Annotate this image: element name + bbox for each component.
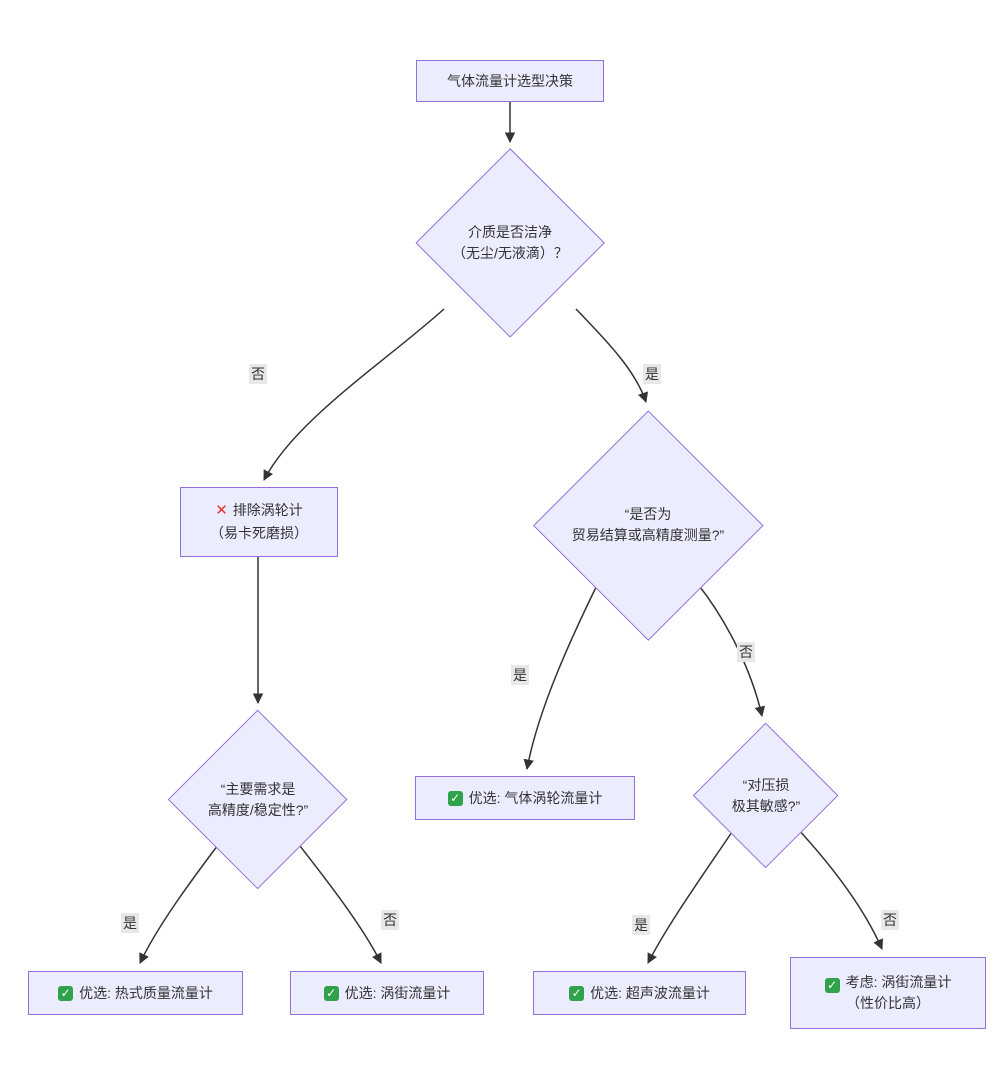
check-icon: ✓ <box>824 978 840 993</box>
exclude-line2: （易卡死磨损） <box>210 524 308 541</box>
cross-icon: ✕ <box>215 502 228 520</box>
edge-clean-yes-trade <box>575 308 648 403</box>
check-icon: ✓ <box>569 985 585 1001</box>
node-root-title: 气体流量计选型决策 <box>416 60 604 102</box>
edge-label-no-need: 否 <box>381 910 399 930</box>
edge-label-yes-pressure: 是 <box>632 915 650 935</box>
decision-line2: （无尘/无液滴）？ <box>452 245 568 261</box>
decision-line1: 介质是否洁净 <box>467 224 552 240</box>
decision-line2: 极其敏感?” <box>731 798 801 814</box>
result-label: 优选: 超声波流量计 <box>590 984 710 1001</box>
result-gas-turbine: ✓ 优选: 气体涡轮流量计 <box>415 776 635 820</box>
exclude-line1: 排除涡轮计 <box>232 502 303 519</box>
edge-label-yes-clean: 是 <box>643 364 661 384</box>
edge-pressure-yes-ultrasonic <box>647 828 735 964</box>
decision-pressure-loss: “对压损 极其敏感?” <box>692 722 839 869</box>
edge-label-no-trade: 否 <box>737 642 755 662</box>
check-icon: ✓ <box>323 985 339 1001</box>
check-icon: ✓ <box>58 985 74 1001</box>
result-vortex-consider: ✓ 考虑: 涡街流量计 （性价比高） <box>790 957 986 1029</box>
edge-need-no-vortex <box>292 836 382 964</box>
result-label: 优选: 热式质量流量计 <box>79 984 213 1001</box>
decision-line2: 贸易结算或高精度测量?” <box>571 527 725 543</box>
edge-label-no-pressure: 否 <box>881 910 899 930</box>
edge-pressure-no-vortexconsider <box>796 827 884 950</box>
decision-precision-stability: “主要需求是 高精度/稳定性?” <box>168 710 348 890</box>
decision-line1: “主要需求是 <box>220 781 296 797</box>
edge-need-yes-thermal <box>139 836 225 964</box>
result-vortex: ✓ 优选: 涡街流量计 <box>290 971 484 1015</box>
edge-trade-yes-gasturbine <box>523 576 602 771</box>
decision-line2: 高精度/稳定性?” <box>207 802 309 818</box>
edge-label-no-clean: 否 <box>249 364 267 384</box>
decision-trade-settlement: “是否为 贸易结算或高精度测量?” <box>533 410 763 640</box>
check-icon: ✓ <box>447 790 463 806</box>
root-label: 气体流量计选型决策 <box>447 72 573 89</box>
result-ultrasonic: ✓ 优选: 超声波流量计 <box>533 971 746 1015</box>
decision-line1: “是否为 <box>624 506 672 522</box>
decision-clean-medium: 介质是否洁净 （无尘/无液滴）？ <box>415 148 605 338</box>
decision-line1: “对压损 <box>742 777 790 793</box>
edge-clean-no-exclude <box>263 308 445 481</box>
node-exclude-turbine: ✕排除涡轮计 （易卡死磨损） <box>180 487 338 557</box>
result-label: 优选: 气体涡轮流量计 <box>468 789 603 806</box>
result-thermal-mass: ✓ 优选: 热式质量流量计 <box>28 971 243 1015</box>
result-line1: 考虑: 涡街流量计 <box>845 974 952 990</box>
edge-label-yes-trade: 是 <box>511 665 529 685</box>
result-label: 优选: 涡街流量计 <box>344 984 451 1001</box>
result-line2: （性价比高） <box>846 995 930 1011</box>
edge-label-yes-need: 是 <box>121 913 139 933</box>
